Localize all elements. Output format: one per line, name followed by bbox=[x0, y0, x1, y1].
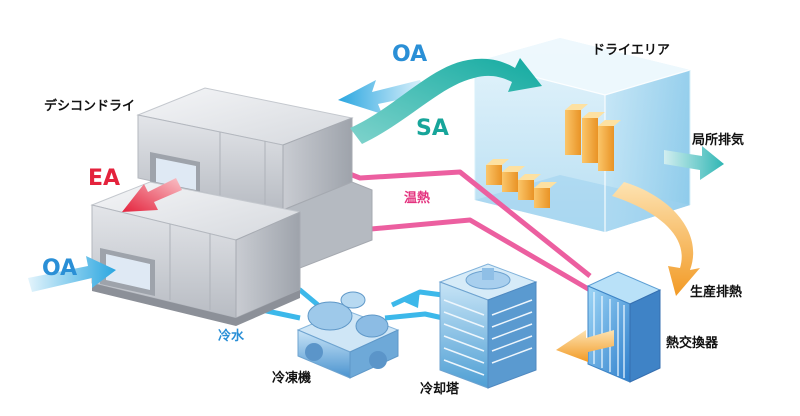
cold-water-label: 冷水 bbox=[218, 329, 245, 344]
chiller-unit bbox=[296, 291, 400, 379]
hot-heat-label: 温熱 bbox=[404, 191, 431, 206]
cold-pipe-arrowhead bbox=[400, 290, 420, 308]
local-exhaust-arrow bbox=[664, 146, 724, 180]
heat-exchanger-label: 熱交換器 bbox=[666, 336, 719, 351]
ea-label: EA bbox=[88, 166, 121, 191]
desiccant-dryer-unit bbox=[90, 87, 373, 326]
chiller-label: 冷凍機 bbox=[272, 371, 312, 386]
heat-exchanger bbox=[586, 271, 662, 383]
oa-left-arrow bbox=[28, 256, 116, 292]
heat-exhaust-arrow bbox=[612, 182, 700, 296]
ea-arrow bbox=[122, 178, 182, 212]
sa-arrow bbox=[350, 58, 542, 144]
cooling-tower bbox=[438, 263, 538, 389]
heat-exhaust-label: 生産排熱 bbox=[690, 285, 743, 300]
oa-top-label: OA bbox=[392, 42, 428, 67]
exchanger-exhaust-arrow bbox=[556, 330, 614, 362]
cooling-tower-label: 冷却塔 bbox=[420, 382, 460, 397]
oa-top-arrow bbox=[338, 80, 426, 114]
desiccant-dryer-label: デシコンドライ bbox=[44, 99, 136, 114]
local-exhaust-label: 局所排気 bbox=[692, 133, 745, 148]
dry-area-label: ドライエリア bbox=[592, 43, 670, 58]
oa-left-label: OA bbox=[42, 256, 78, 281]
sa-label: SA bbox=[416, 116, 449, 141]
product-boxes bbox=[486, 104, 621, 208]
